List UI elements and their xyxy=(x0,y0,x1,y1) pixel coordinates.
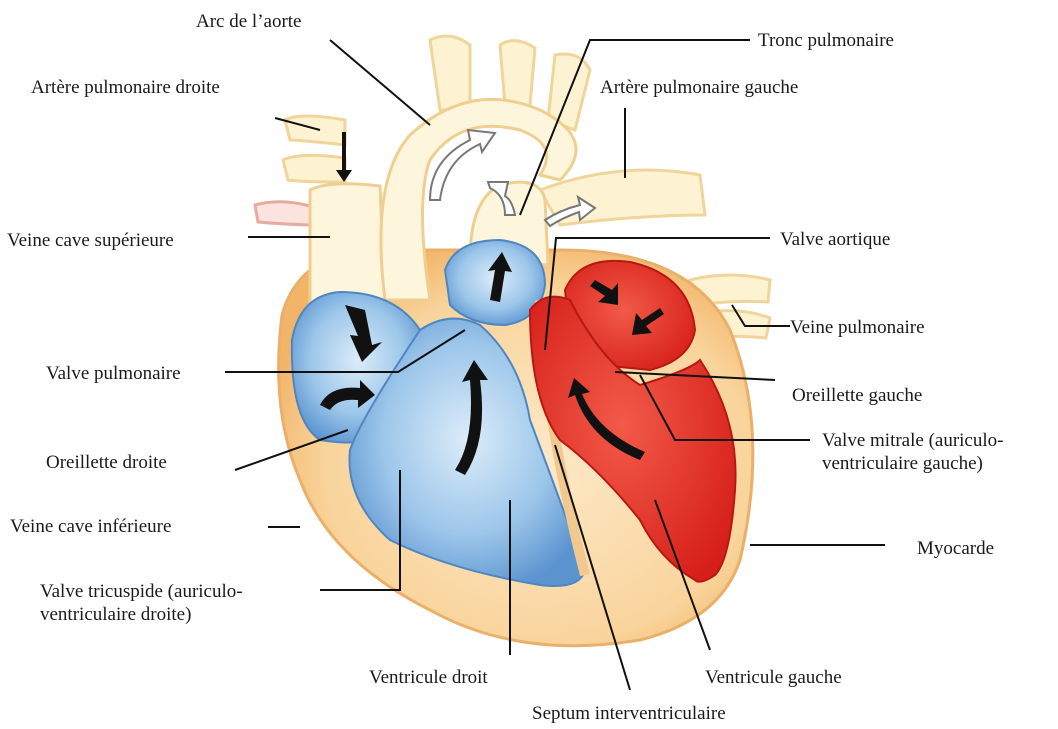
label-ventricule-droit: Ventricule droit xyxy=(369,666,488,689)
label-oreillette-gauche: Oreillette gauche xyxy=(792,384,922,407)
label-arc-aorte: Arc de l’aorte xyxy=(196,10,302,33)
superior-vena-cava xyxy=(310,184,385,305)
label-valve-aortique: Valve aortique xyxy=(780,228,890,251)
label-septum: Septum interventriculaire xyxy=(532,702,726,725)
label-artere-pulmonaire-droite: Artère pulmonaire droite xyxy=(31,76,220,99)
label-artere-pulmonaire-gauche: Artère pulmonaire gauche xyxy=(600,76,798,99)
label-veine-cave-inferieure: Veine cave inférieure xyxy=(10,515,171,538)
label-valve-tricuspide: Valve tricuspide (auriculo- ventriculair… xyxy=(40,580,243,626)
label-oreillette-droite: Oreillette droite xyxy=(46,451,167,474)
label-valve-mitrale: Valve mitrale (auriculo- ventriculaire g… xyxy=(822,429,1003,475)
label-valve-pulmonaire: Valve pulmonaire xyxy=(46,362,181,385)
label-veine-pulmonaire: Veine pulmonaire xyxy=(790,316,925,339)
label-veine-cave-superieure: Veine cave supérieure xyxy=(7,229,174,252)
label-tronc-pulmonaire: Tronc pulmonaire xyxy=(758,29,894,52)
label-myocarde: Myocarde xyxy=(917,537,994,560)
label-ventricule-gauche: Ventricule gauche xyxy=(705,666,842,689)
